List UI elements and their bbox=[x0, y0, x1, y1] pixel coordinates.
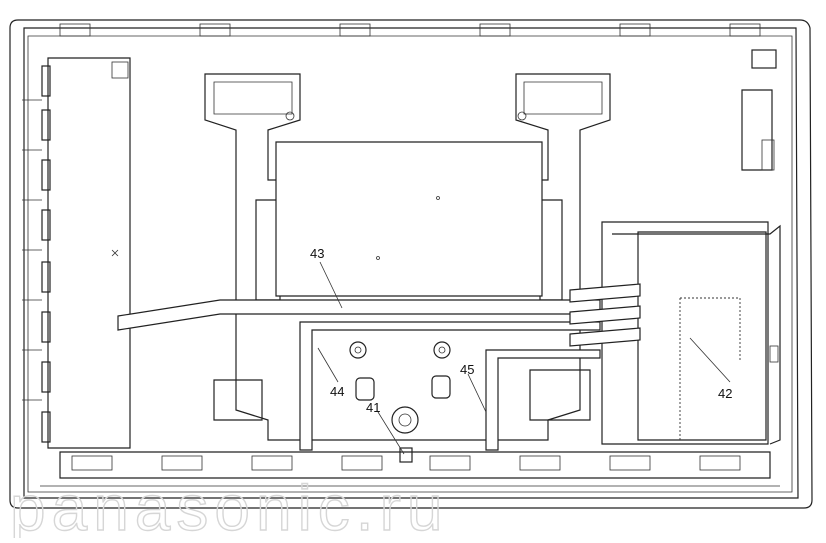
flat-cables bbox=[117, 283, 641, 451]
callout-42: 42 bbox=[718, 386, 732, 401]
callout-45: 45 bbox=[460, 362, 474, 377]
watermark-text: panasonic.ru bbox=[10, 472, 448, 538]
bottom-connectors bbox=[71, 455, 741, 471]
lower-fittings bbox=[349, 341, 451, 463]
chassis-frame bbox=[9, 19, 813, 509]
callout-43: 43 bbox=[310, 246, 324, 261]
center-plate bbox=[275, 141, 543, 297]
callout-41: 41 bbox=[366, 400, 380, 415]
left-board bbox=[22, 57, 131, 449]
leader-lines bbox=[317, 261, 731, 455]
right-board bbox=[601, 89, 781, 445]
callout-44: 44 bbox=[330, 384, 344, 399]
